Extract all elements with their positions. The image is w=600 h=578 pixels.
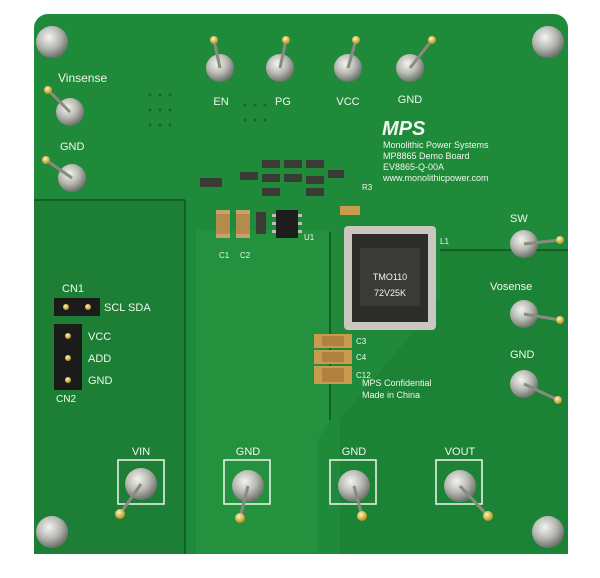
via-field xyxy=(148,93,267,127)
label-c3: C3 xyxy=(356,337,367,346)
connector-cn1[interactable] xyxy=(54,298,100,316)
brand-website: www.monolithicpower.com xyxy=(382,173,489,183)
label-c12: C12 xyxy=(356,371,371,380)
label-pg: PG xyxy=(275,96,291,108)
label-vinsense: Vinsense xyxy=(58,71,107,85)
brand-ev-code: EV8865-Q-00A xyxy=(383,162,444,172)
brand-board: MP8865 Demo Board xyxy=(383,151,470,161)
label-vin: VIN xyxy=(132,446,150,458)
label-gnd-left: GND xyxy=(60,141,85,153)
copper-pour-gnd xyxy=(196,230,330,554)
label-sw: SW xyxy=(510,213,528,225)
inductor-marking-1: TMO110 xyxy=(373,272,407,282)
label-cn2: CN2 xyxy=(56,394,76,405)
label-l1: L1 xyxy=(440,237,449,246)
test-point-pg[interactable] xyxy=(266,36,294,82)
terminal-gnd-2[interactable] xyxy=(338,470,370,521)
test-point-vinsense[interactable] xyxy=(44,86,84,126)
terminal-vin[interactable] xyxy=(115,468,157,519)
label-vcc-cn2: VCC xyxy=(88,331,111,343)
mps-logo: MPS xyxy=(382,118,426,140)
label-en: EN xyxy=(213,96,228,108)
test-point-vcc[interactable] xyxy=(334,36,362,82)
label-add: ADD xyxy=(88,353,111,365)
label-u1: U1 xyxy=(304,233,315,242)
confidential-line-2: Made in China xyxy=(362,390,420,400)
label-vout: VOUT xyxy=(445,446,476,458)
terminal-gnd-1[interactable] xyxy=(232,470,264,523)
label-r3: R3 xyxy=(362,183,373,192)
label-gnd-bottom-2: GND xyxy=(342,446,367,458)
mounting-post-bottom-left xyxy=(36,516,68,548)
label-gnd-top: GND xyxy=(398,94,423,106)
confidential-line-1: MPS Confidential xyxy=(362,378,432,388)
label-c2: C2 xyxy=(240,251,251,260)
label-c1: C1 xyxy=(219,251,230,260)
smd-resistor-cluster xyxy=(200,160,360,215)
terminal-vout[interactable] xyxy=(444,470,493,521)
label-vosense: Vosense xyxy=(490,281,532,293)
label-cn1: CN1 xyxy=(62,283,84,295)
label-c4: C4 xyxy=(356,353,367,362)
test-point-vosense[interactable] xyxy=(510,300,564,328)
connector-cn2[interactable] xyxy=(54,324,82,390)
mounting-post-bottom-right xyxy=(532,516,564,548)
inductor-marking-2: 72V25K xyxy=(374,288,406,298)
test-point-en[interactable] xyxy=(206,36,234,82)
test-point-gnd-left[interactable] xyxy=(42,156,86,192)
test-point-gnd-top[interactable] xyxy=(396,36,436,82)
test-point-sw[interactable] xyxy=(510,230,564,258)
copper-pour-left xyxy=(34,200,185,554)
label-vcc-top: VCC xyxy=(336,96,359,108)
copper-pour-right xyxy=(340,250,568,554)
brand-company: Monolithic Power Systems xyxy=(383,140,489,150)
mounting-post-top-left xyxy=(36,26,68,58)
ic-u1 xyxy=(272,210,302,238)
test-point-gnd-right[interactable] xyxy=(510,370,562,404)
mounting-post-top-right xyxy=(532,26,564,58)
capacitor-c1-c2 xyxy=(216,210,266,238)
label-gnd-right: GND xyxy=(510,349,535,361)
label-gnd-cn2: GND xyxy=(88,375,113,387)
capacitor-c3-c4-c12 xyxy=(314,334,352,384)
inductor-l1 xyxy=(344,226,436,330)
label-gnd-bottom-1: GND xyxy=(236,446,261,458)
label-scl-sda: SCL SDA xyxy=(104,302,151,314)
